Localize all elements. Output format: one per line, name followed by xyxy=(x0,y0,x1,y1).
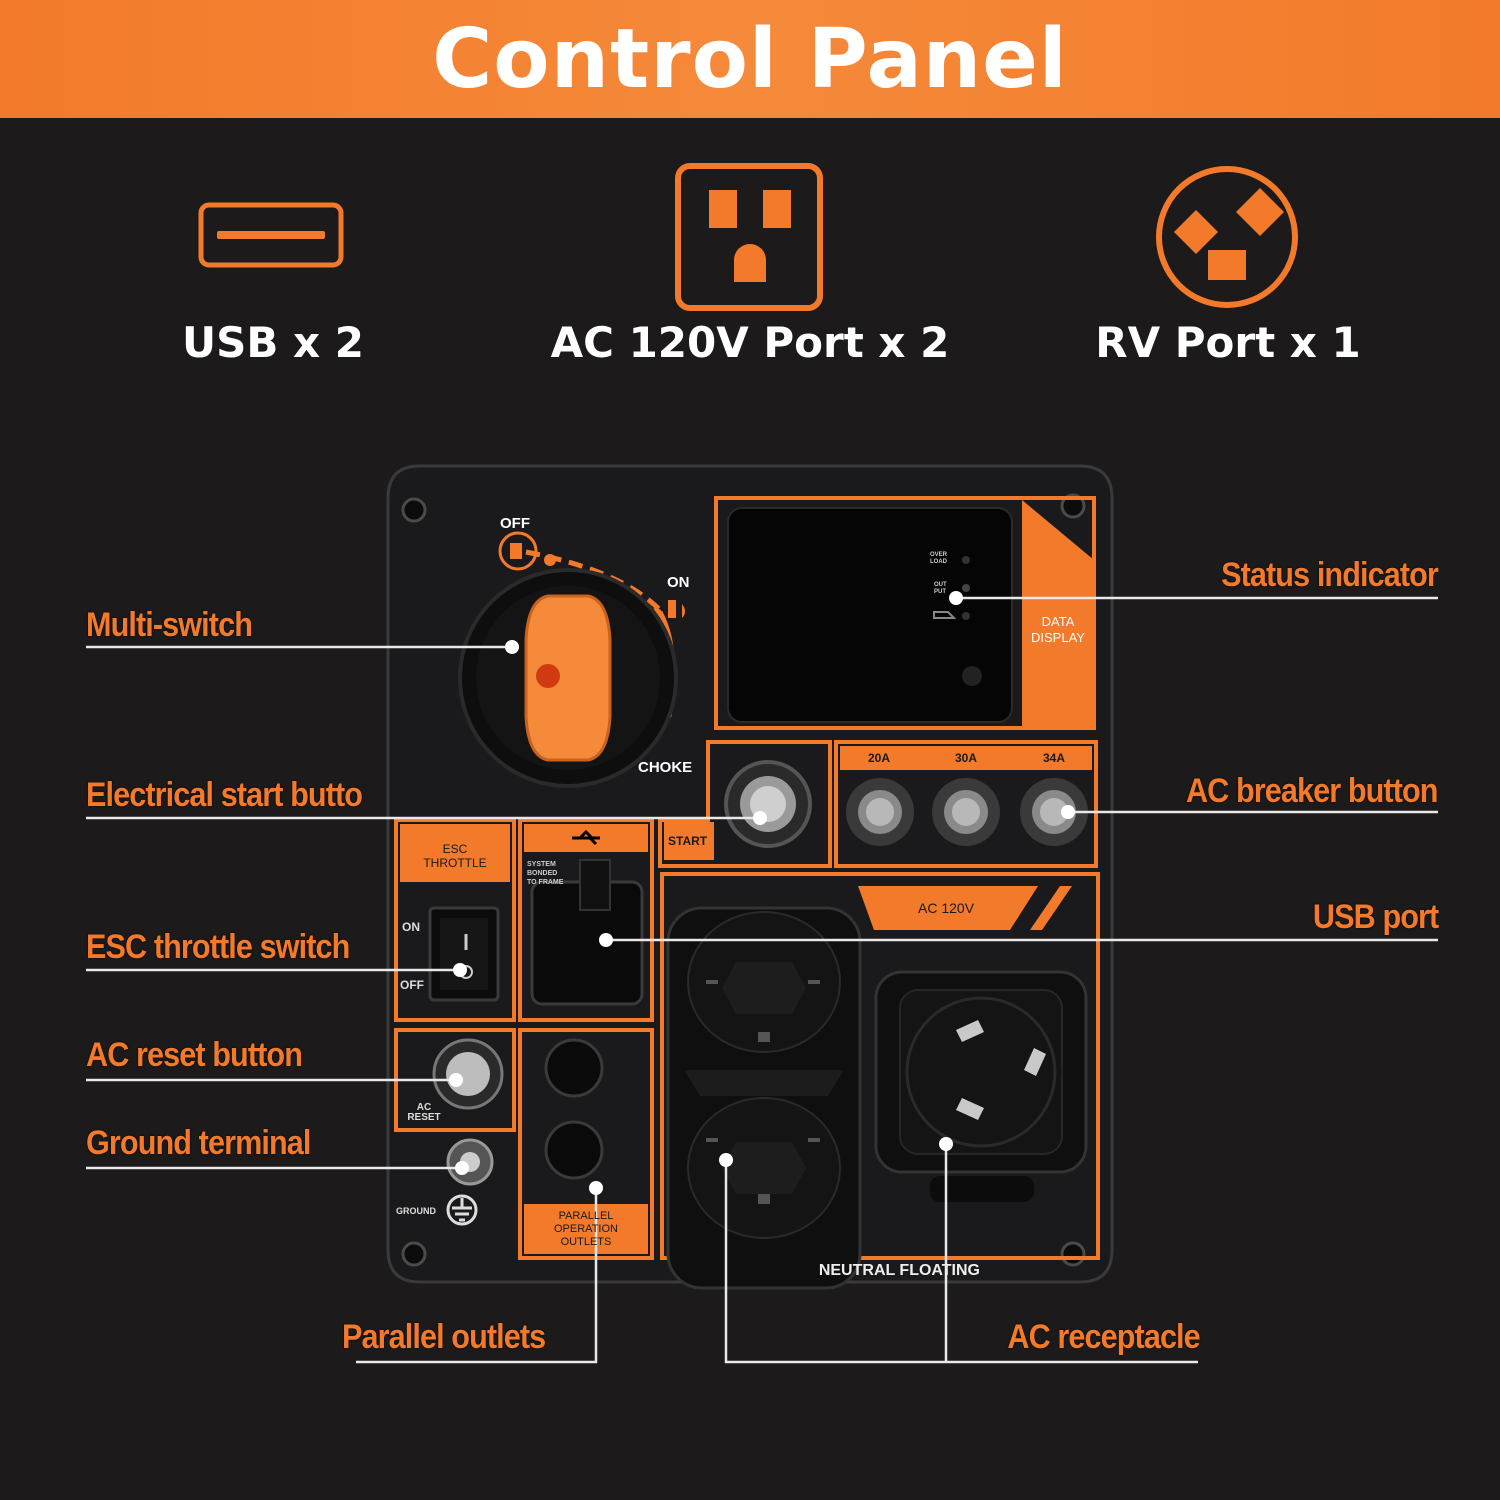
breaker-30a-label: 30A xyxy=(955,751,978,765)
callout-leader-lines xyxy=(86,596,1438,1364)
neutral-floating-clip: NEUTRAL FLOATING xyxy=(790,1262,980,1284)
rv-twist-lock-outlet xyxy=(874,970,1088,1202)
title-banner: Control Panel xyxy=(0,0,1500,118)
parallel-outlets-callout: Parallel outlets xyxy=(342,1318,546,1356)
rv-port-icon xyxy=(1156,166,1298,308)
output-led-icon xyxy=(962,584,970,592)
usb-symbol-icon xyxy=(572,829,600,846)
ac-120v-label: AC 120V xyxy=(918,900,975,916)
page-title: Control Panel xyxy=(432,11,1068,107)
ground-symbol-icon xyxy=(446,1194,478,1226)
usb-count-label: USB x 2 xyxy=(182,318,364,367)
callout-dots xyxy=(449,591,1075,1195)
choke-label: CHOKE xyxy=(638,759,693,776)
neutral-floating-label: NEUTRAL FLOATING xyxy=(818,1262,980,1279)
ground-terminal-callout: Ground terminal xyxy=(86,1124,311,1162)
esc-throttle-callout: ESC throttle switch xyxy=(86,928,350,966)
parallel-outlet-caps xyxy=(544,1038,604,1180)
switch-off-label: OFF xyxy=(500,515,530,532)
ac-reset-callout: AC reset button xyxy=(86,1036,303,1074)
ground-label: GROUND xyxy=(396,1206,436,1216)
multi-switch-dial xyxy=(458,531,685,788)
duplex-ac-outlets xyxy=(666,906,862,1290)
data-display-screen xyxy=(727,507,1013,723)
ac-port-count-label: AC 120V Port x 2 xyxy=(550,318,950,367)
status-indicator-callout: Status indicator xyxy=(1221,556,1439,594)
esc-on-label: ON xyxy=(402,920,420,934)
ac-outlet-icon xyxy=(675,163,823,311)
oil-can-icon xyxy=(933,611,957,619)
multi-switch-callout: Multi-switch xyxy=(86,606,253,644)
switch-knob xyxy=(524,594,612,762)
overload-led-icon xyxy=(962,556,970,564)
breaker-20a-label: 20A xyxy=(868,751,891,765)
switch-on-label: ON xyxy=(667,574,690,591)
fuel-off-icon xyxy=(498,531,538,571)
esc-off-label: OFF xyxy=(400,978,424,992)
start-label: START xyxy=(668,834,708,848)
oil-led-icon xyxy=(962,612,970,620)
rv-port-count-label: RV Port x 1 xyxy=(1095,318,1361,367)
ac-receptacle-callout: AC receptacle xyxy=(1007,1318,1201,1356)
breaker-34a-label: 34A xyxy=(1043,751,1066,765)
usb-port-icon xyxy=(198,202,344,268)
electrical-start-callout: Electrical start butto xyxy=(86,776,363,814)
usb-port-callout: USB port xyxy=(1312,898,1439,936)
ac-breaker-callout: AC breaker button xyxy=(1186,772,1439,810)
breaker-buttons xyxy=(846,778,1088,846)
